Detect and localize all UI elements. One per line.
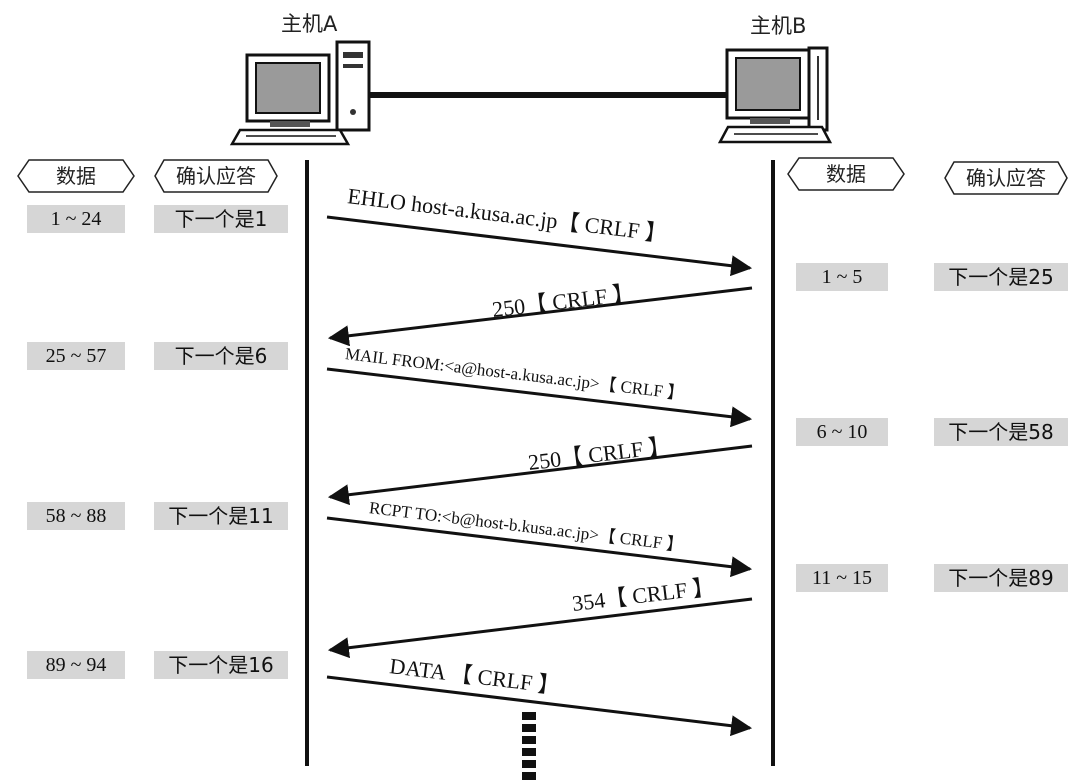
- left-data-cell: 1 ~ 24: [27, 205, 125, 233]
- message-arrow-data: [326, 675, 753, 737]
- right-data-header-text: 数据: [826, 162, 866, 186]
- message-arrow-250-a: [327, 286, 753, 347]
- right-data-cell: 1 ~ 5: [796, 263, 888, 291]
- left-ack-cell: 下一个是16: [154, 651, 288, 679]
- continuation-dashes: [522, 712, 536, 780]
- host-b-label: 主机B: [750, 14, 807, 38]
- right-ack-cell: 下一个是25: [934, 263, 1068, 291]
- message-arrow-mail-from: [326, 367, 753, 428]
- message-arrow-rcpt-to: [326, 516, 753, 578]
- right-data-cell: 11 ~ 15: [796, 564, 888, 592]
- left-ack-header: 确认应答: [154, 159, 278, 193]
- right-data-cell: 6 ~ 10: [796, 418, 888, 446]
- left-ack-cell: 下一个是1: [154, 205, 288, 233]
- host-b-computer-icon: [717, 46, 833, 144]
- left-ack-header-text: 确认应答: [176, 164, 256, 188]
- right-ack-header-text: 确认应答: [966, 166, 1046, 190]
- left-ack-cell: 下一个是11: [154, 502, 288, 530]
- left-data-cell: 89 ~ 94: [27, 651, 125, 679]
- left-data-header-text: 数据: [56, 164, 96, 188]
- message-arrow-ehlo: [326, 215, 753, 277]
- right-ack-cell: 下一个是89: [934, 564, 1068, 592]
- right-ack-cell: 下一个是58: [934, 418, 1068, 446]
- host-a-computer-icon: [229, 40, 371, 146]
- message-arrow-354: [327, 597, 753, 659]
- left-data-cell: 25 ~ 57: [27, 342, 125, 370]
- message-arrow-250-b: [327, 444, 753, 506]
- host-a-label: 主机A: [281, 12, 338, 36]
- right-ack-header: 确认应答: [944, 161, 1068, 195]
- right-data-header: 数据: [787, 157, 905, 191]
- left-data-cell: 58 ~ 88: [27, 502, 125, 530]
- left-ack-cell: 下一个是6: [154, 342, 288, 370]
- left-data-header: 数据: [17, 159, 135, 193]
